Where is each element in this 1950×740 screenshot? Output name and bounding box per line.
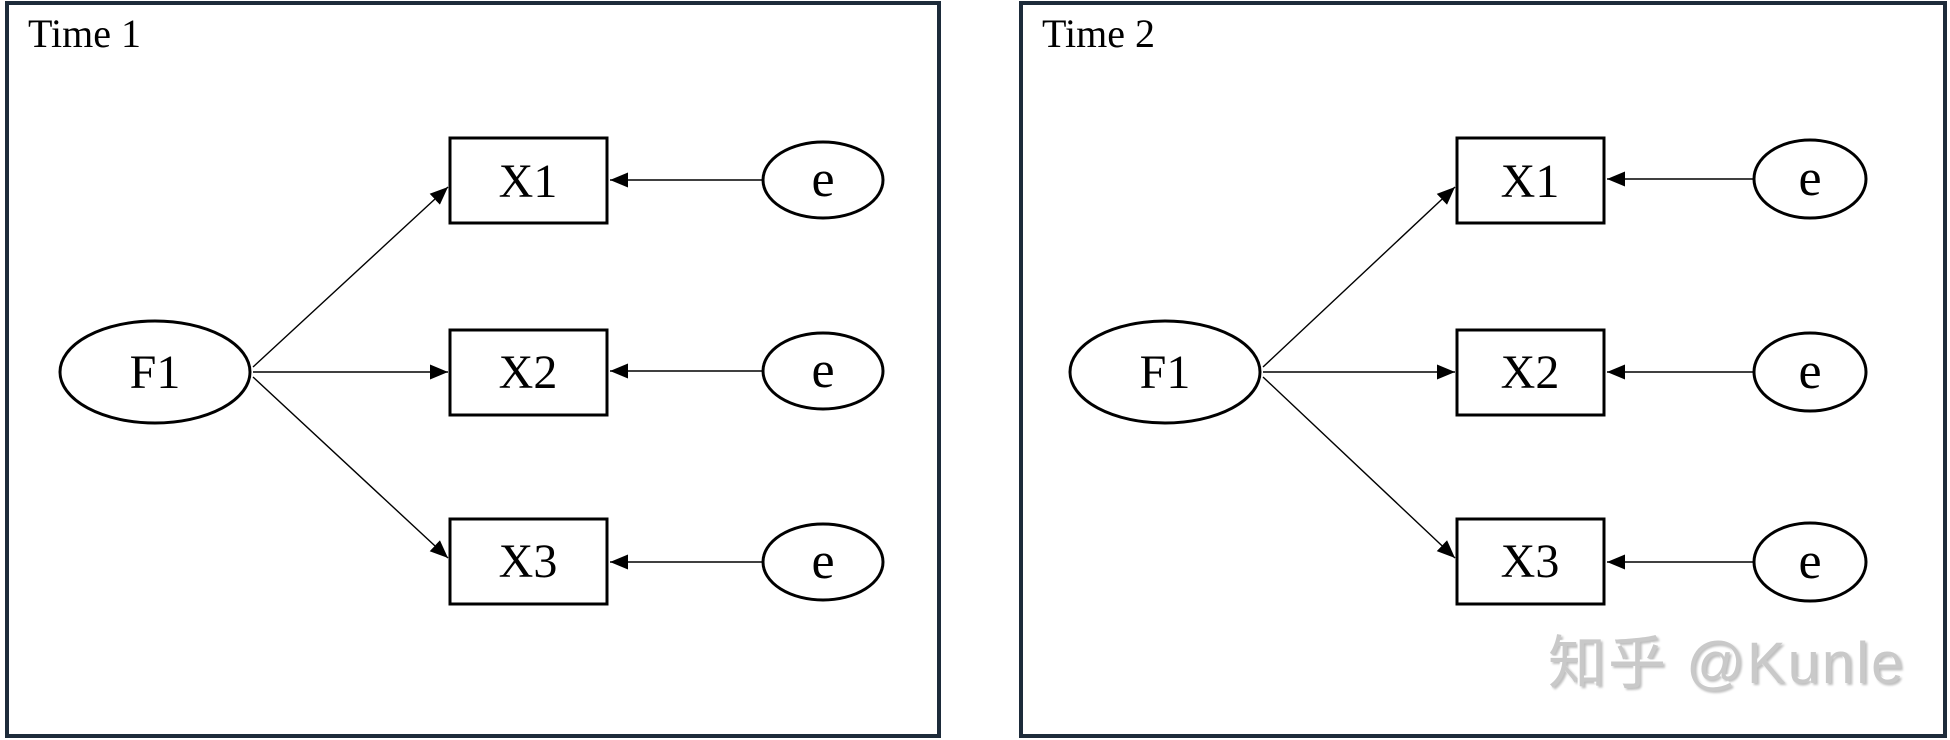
error-label-3: e — [811, 533, 834, 590]
error-ellipse-3 — [1752, 521, 1868, 603]
factor-ellipse — [58, 319, 252, 425]
indicator-box-x2 — [448, 328, 609, 417]
loading-arrow-x1 — [252, 186, 449, 368]
error-label-3: e — [1798, 533, 1821, 590]
loading-arrow-x3 — [252, 376, 449, 559]
indicator-label-x1: X1 — [499, 155, 558, 208]
error-label-2: e — [811, 342, 834, 399]
error-ellipse-2 — [761, 331, 885, 411]
error-ellipse-3 — [761, 522, 885, 602]
indicator-box-x1 — [448, 136, 609, 225]
panel-time1: Time 1 F1 X1 X2 X3 e e e — [5, 1, 941, 738]
indicator-label-x1: X1 — [1501, 155, 1560, 208]
error-ellipse-2 — [1752, 331, 1868, 413]
indicator-box-x2 — [1455, 328, 1606, 417]
factor-label: F1 — [130, 346, 181, 399]
error-label-1: e — [1798, 150, 1821, 207]
panel-time2: Time 2 F1 X1 X2 X3 e e e — [1019, 1, 1947, 738]
indicator-box-x3 — [448, 517, 609, 606]
indicator-label-x2: X2 — [499, 346, 558, 399]
indicator-label-x3: X3 — [499, 535, 558, 588]
indicator-label-x2: X2 — [1501, 346, 1560, 399]
factor-ellipse — [1068, 319, 1262, 425]
indicator-box-x1 — [1455, 136, 1606, 225]
watermark: 知乎 @Kunle — [1548, 631, 1906, 696]
error-ellipse-1 — [1752, 138, 1868, 220]
panel-title: Time 2 — [1042, 11, 1155, 56]
panel-title: Time 1 — [28, 11, 141, 56]
error-label-2: e — [1798, 343, 1821, 400]
error-label-1: e — [811, 151, 834, 208]
factor-label: F1 — [1140, 346, 1191, 399]
error-ellipse-1 — [761, 140, 885, 220]
indicator-label-x3: X3 — [1501, 535, 1560, 588]
indicator-box-x3 — [1455, 517, 1606, 606]
loading-arrow-x3 — [1262, 376, 1456, 559]
loading-arrow-x1 — [1262, 186, 1456, 368]
